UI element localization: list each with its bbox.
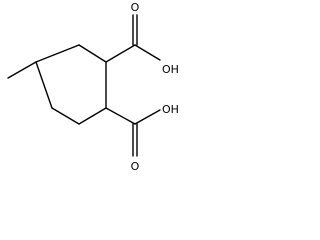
methyl-bond [7,61,37,79]
carboxyl-group-upper: O OH [105,1,179,76]
oxygen-label: O [131,1,140,14]
carboxyl-group-lower: O OH [105,103,179,173]
oxygen-label: O [131,160,140,173]
hydroxyl-label: OH [162,103,179,116]
chemical-structure: O OH O OH [7,1,179,173]
hydroxyl-label: OH [162,63,179,76]
ring-to-carbonyl-bond [105,44,136,63]
ring-bond [78,107,107,125]
ring-bond [78,44,107,63]
ring-to-carbonyl-bond [105,107,136,125]
ring-bond [35,61,53,109]
cyclohexane-ring [35,44,107,125]
ring-bond [35,44,80,63]
ring-bond [51,107,80,125]
hydroxyl-bond [134,109,161,125]
hydroxyl-bond [134,44,161,61]
